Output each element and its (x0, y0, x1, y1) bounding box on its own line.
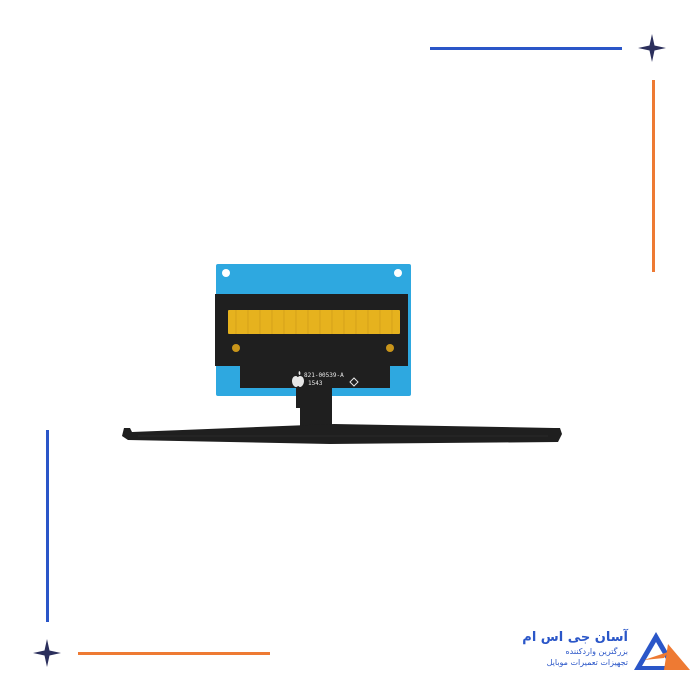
bottom-orange-line (78, 652, 270, 655)
star-icon (638, 34, 666, 62)
brand-block: آسان جی اس ام بزرگترین واردکننده تجهیزات… (520, 630, 690, 676)
brand-name: آسان جی اس ام (522, 630, 628, 645)
part-number-label: 821-00539-A (304, 372, 344, 379)
top-blue-line (430, 47, 622, 50)
star-icon (33, 639, 61, 667)
flex-stem (300, 388, 332, 428)
right-orange-line (652, 80, 655, 272)
brand-text-group: آسان جی اس ام بزرگترین واردکننده تجهیزات… (488, 630, 628, 668)
product-flex-cable: 821-00539-A 1543 (122, 264, 562, 444)
left-blue-line (46, 430, 49, 622)
brand-tagline-2: تجهیزات تعمیرات موبایل (546, 658, 628, 667)
apple-icon (292, 371, 304, 387)
date-code-label: 1543 (308, 380, 323, 387)
triangle-logo-icon (634, 632, 690, 670)
black-connector-cover (215, 294, 408, 408)
brand-tagline-1: بزرگترین واردکننده (565, 647, 628, 656)
diamond-mark-icon (349, 377, 359, 387)
long-flex-bar (122, 424, 562, 444)
